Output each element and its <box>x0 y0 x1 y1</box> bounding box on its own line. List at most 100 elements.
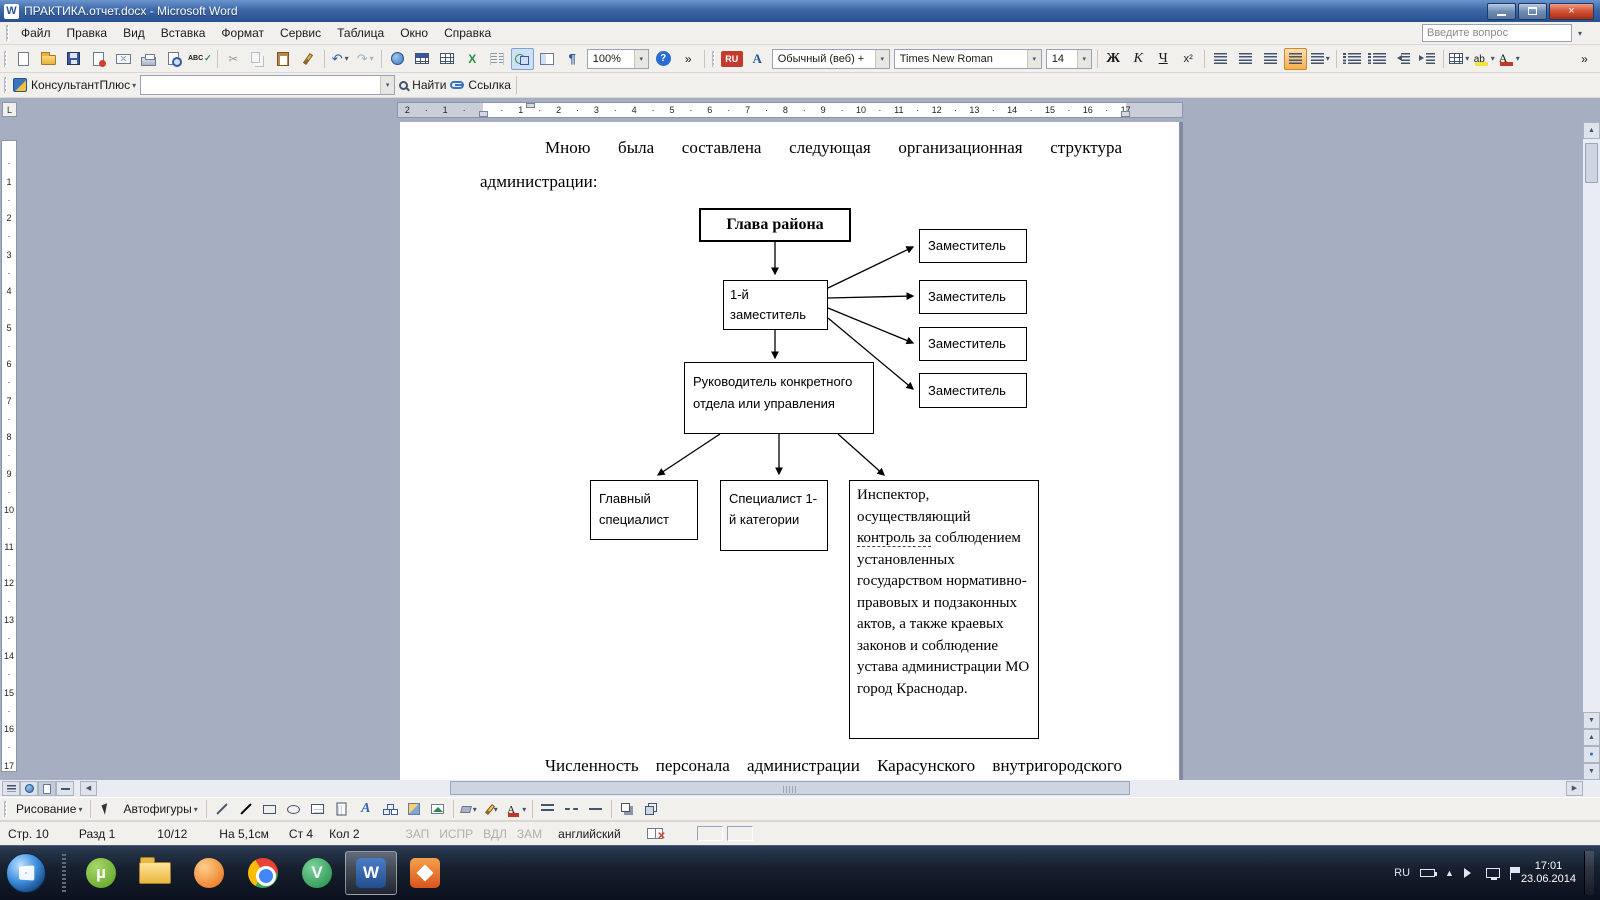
battery-icon[interactable] <box>1420 869 1438 877</box>
consultant-link-button[interactable]: Ссылка <box>449 74 511 96</box>
insert-excel-button[interactable]: X <box>461 48 484 70</box>
document-map-button[interactable] <box>536 48 559 70</box>
show-hide-marks-button[interactable]: ¶ <box>561 48 584 70</box>
left-indent-marker[interactable] <box>479 111 488 117</box>
menu-view[interactable]: Вид <box>123 26 145 40</box>
language-indicator[interactable]: RU <box>720 48 744 70</box>
orgchart-box-deputy-4[interactable]: Заместитель <box>919 373 1027 408</box>
menu-help[interactable]: Справка <box>444 26 492 40</box>
minimize-button[interactable] <box>1487 2 1516 20</box>
permission-button[interactable] <box>87 48 110 70</box>
consultant-search-combo[interactable]: ▾ <box>140 75 396 95</box>
status-extend-mode[interactable]: ВДЛ <box>483 826 507 841</box>
vertical-scroll-thumb[interactable] <box>1585 143 1598 183</box>
orgchart-box-deputy-3[interactable]: Заместитель <box>919 327 1027 361</box>
vertical-ruler[interactable]: 1·2·3·4·5·6·7·8·9·10·11·12·13·14·15·16·1… <box>1 140 17 772</box>
taskbar-app-utorrent[interactable]: µ <box>75 851 127 895</box>
paste-button[interactable] <box>272 48 295 70</box>
previous-page-button[interactable]: ▲ <box>1583 729 1600 746</box>
threed-style-button[interactable] <box>640 799 662 819</box>
print-preview-button[interactable] <box>162 48 185 70</box>
borders-button[interactable]: ▾ <box>1448 48 1471 70</box>
scroll-left-button[interactable]: ◀ <box>80 781 97 796</box>
taskbar-app-orange[interactable] <box>399 851 451 895</box>
bullets-button[interactable] <box>1366 48 1389 70</box>
orgchart-box-first-deputy[interactable]: 1-й заместитель <box>723 280 828 330</box>
shadow-style-button[interactable] <box>616 799 638 819</box>
insert-table-button[interactable] <box>436 48 459 70</box>
volume-icon[interactable] <box>1463 868 1476 878</box>
chevron-down-icon[interactable]: ▾ <box>874 49 889 68</box>
arrow-style-button[interactable] <box>585 799 607 819</box>
orgchart-box-inspector[interactable]: Инспектор, осуществляющий контроль за со… <box>849 480 1039 739</box>
orgchart-box-head[interactable]: Глава района <box>699 208 851 242</box>
ask-question-input[interactable]: Введите вопрос <box>1421 24 1572 42</box>
font-combo[interactable]: Times New Roman▾ <box>893 48 1042 69</box>
superscript-button[interactable]: x² <box>1177 48 1200 70</box>
status-record-mode[interactable]: ЗАП <box>405 826 430 841</box>
tab-selector-button[interactable]: L <box>2 102 17 117</box>
outline-view-button[interactable] <box>56 781 74 796</box>
toolbar-grip[interactable] <box>4 50 7 67</box>
horizontal-ruler[interactable]: 1·2·3·1·2·3·4·5·6·7·8·9·10·11·12·13·14·1… <box>397 102 1183 118</box>
fill-color-button[interactable]: ▾ <box>458 799 480 819</box>
email-button[interactable] <box>112 48 135 70</box>
menu-table[interactable]: Таблица <box>337 26 385 40</box>
toolbar-grip[interactable] <box>4 801 7 817</box>
clipart-button[interactable] <box>403 799 425 819</box>
align-center-button[interactable] <box>1234 48 1257 70</box>
scroll-right-button[interactable]: ▶ <box>1566 781 1583 796</box>
status-track-changes[interactable]: ИСПР <box>439 826 474 841</box>
menu-tools[interactable]: Сервис <box>280 26 322 40</box>
network-icon[interactable] <box>1485 868 1500 880</box>
menu-window[interactable]: Окно <box>400 26 429 40</box>
normal-view-button[interactable] <box>2 781 20 796</box>
chevron-down-icon[interactable]: ▾ <box>1076 49 1091 68</box>
align-right-button[interactable] <box>1259 48 1282 70</box>
print-layout-view-button[interactable] <box>38 781 56 796</box>
undo-button[interactable]: ↶▾ <box>329 48 352 70</box>
taskbar-grip[interactable] <box>62 854 66 892</box>
highlight-button[interactable]: ab▾ <box>1473 48 1496 70</box>
action-center-flag-icon[interactable] <box>1509 866 1520 880</box>
status-language[interactable]: английский <box>558 826 621 841</box>
insert-hyperlink-button[interactable] <box>386 48 409 70</box>
taskbar-app-explorer[interactable] <box>129 851 181 895</box>
textbox-tool-button[interactable] <box>307 799 329 819</box>
help-button[interactable]: ? <box>652 48 675 70</box>
taskbar-app-chrome[interactable] <box>237 851 289 895</box>
line-color-button[interactable]: ▾ <box>482 799 504 819</box>
toolbar-options-button[interactable]: » <box>1573 48 1596 70</box>
consultant-find-button[interactable]: Найти <box>398 74 447 96</box>
menu-file[interactable]: Файл <box>21 26 51 40</box>
scroll-down-button[interactable]: ▼ <box>1583 712 1600 729</box>
decrease-indent-button[interactable] <box>1391 48 1414 70</box>
tables-and-borders-button[interactable] <box>411 48 434 70</box>
hidden-icons-chevron-icon[interactable]: ▲ <box>1445 868 1454 878</box>
chevron-down-icon[interactable]: ▾ <box>1026 49 1041 68</box>
underline-button[interactable]: Ч <box>1152 48 1175 70</box>
draw-menu-button[interactable]: Рисование▾ <box>12 799 86 819</box>
italic-button[interactable]: К <box>1127 48 1150 70</box>
cut-button[interactable]: ✂ <box>222 48 245 70</box>
toolbar-options-button[interactable]: » <box>677 48 700 70</box>
vertical-scrollbar[interactable]: ▲ ▼ ▲ ● ▼ <box>1583 122 1600 780</box>
dash-style-button[interactable] <box>561 799 583 819</box>
format-painter-button[interactable] <box>297 48 320 70</box>
font-size-combo[interactable]: 14▾ <box>1045 48 1092 69</box>
orgchart-box-chief-specialist[interactable]: Главный специалист <box>590 480 698 540</box>
menu-format[interactable]: Формат <box>221 26 265 40</box>
columns-button[interactable] <box>486 48 509 70</box>
first-line-indent-marker[interactable] <box>526 103 535 108</box>
select-browse-object-button[interactable]: ● <box>1583 746 1600 763</box>
close-button[interactable]: × <box>1549 2 1594 20</box>
horizontal-scrollbar[interactable]: ◀ ▶ <box>0 780 1583 797</box>
font-color-button[interactable]: А▾ <box>506 799 528 819</box>
spelling-status-icon[interactable]: ✕ <box>646 828 666 842</box>
style-combo[interactable]: Обычный (веб) +▾ <box>771 48 890 69</box>
tray-clock[interactable]: 17:01 23.06.2014 <box>1521 860 1576 886</box>
status-overtype-mode[interactable]: ЗАМ <box>516 826 543 841</box>
copy-button[interactable] <box>247 48 270 70</box>
scroll-up-button[interactable]: ▲ <box>1583 122 1600 139</box>
zoom-combo[interactable]: 100%▾ <box>586 48 649 69</box>
